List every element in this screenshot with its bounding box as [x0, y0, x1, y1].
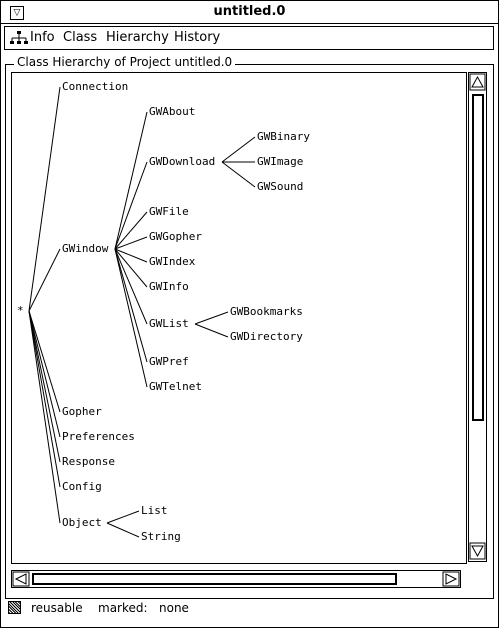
hierarchy-canvas[interactable]: * Connection GWindow GWAbout GWDownload … [11, 72, 467, 564]
class-node-gwabout[interactable]: GWAbout [149, 105, 196, 118]
title-bar: ▽ [1, 1, 498, 24]
class-node-gwdirectory[interactable]: GWDirectory [230, 330, 303, 343]
menu-history[interactable]: History [174, 30, 221, 45]
class-node-gwtelnet[interactable]: GWTelnet [149, 380, 202, 393]
menu-bar: Info Class Hierarchy History [4, 26, 494, 50]
scroll-right-button[interactable] [443, 572, 459, 586]
marked-value: none [159, 601, 189, 615]
class-node-gwlist[interactable]: GWList [149, 317, 189, 330]
menu-info[interactable]: Info [30, 30, 55, 45]
class-node-gwdownload[interactable]: GWDownload [149, 155, 216, 168]
class-node-gwindex[interactable]: GWIndex [149, 255, 196, 268]
class-node-gwbinary[interactable]: GWBinary [257, 130, 310, 143]
class-node-gwpref[interactable]: GWPref [149, 355, 189, 368]
class-node-gwsound[interactable]: GWSound [257, 180, 304, 193]
window-menu-button[interactable]: ▽ [10, 6, 24, 20]
horizontal-scrollbar-graphic [12, 571, 460, 587]
hierarchy-icon [10, 31, 28, 44]
class-node-string[interactable]: String [141, 530, 181, 543]
class-node-gwfile[interactable]: GWFile [149, 205, 189, 218]
tree-edges [28, 86, 256, 538]
vertical-scrollbar[interactable] [468, 72, 487, 562]
class-node-gwindow[interactable]: GWindow [62, 242, 109, 255]
menu-class[interactable]: Class [63, 30, 98, 45]
horizontal-scrollbar[interactable] [11, 570, 461, 588]
chevron-right-icon [443, 572, 459, 586]
class-node-gopher[interactable]: Gopher [62, 405, 102, 418]
class-node-gwimage[interactable]: GWImage [257, 155, 304, 168]
scroll-left-button[interactable] [13, 572, 29, 586]
vertical-scrollbar-graphic [469, 73, 486, 560]
class-node-gwinfo[interactable]: GWInfo [149, 280, 189, 293]
class-node-response[interactable]: Response [62, 455, 115, 468]
chevron-down-icon [470, 543, 485, 559]
chevron-left-icon [13, 572, 29, 586]
chevron-up-icon [470, 74, 485, 90]
class-node-gwbookmarks[interactable]: GWBookmarks [230, 305, 303, 318]
reusable-swatch-icon [8, 601, 21, 614]
class-node-object[interactable]: Object [62, 516, 102, 529]
reusable-label: reusable [31, 601, 83, 615]
vertical-scroll-thumb[interactable] [471, 94, 483, 421]
menu-hierarchy[interactable]: Hierarchy [106, 30, 169, 45]
class-node-gwgopher[interactable]: GWGopher [149, 230, 202, 243]
tree-root[interactable]: * [17, 304, 24, 317]
group-title: Class Hierarchy of Project untitled.0 [14, 55, 236, 69]
marked-label: marked: [98, 601, 148, 615]
horizontal-scroll-thumb[interactable] [32, 573, 397, 585]
class-node-preferences[interactable]: Preferences [62, 430, 135, 443]
class-node-connection[interactable]: Connection [62, 80, 129, 93]
scroll-up-button[interactable] [470, 74, 485, 90]
class-hierarchy-group [5, 64, 494, 599]
class-node-config[interactable]: Config [62, 480, 102, 493]
window-title: untitled.0 [213, 4, 286, 19]
class-node-list[interactable]: List [141, 504, 168, 517]
scroll-down-button[interactable] [470, 543, 485, 559]
